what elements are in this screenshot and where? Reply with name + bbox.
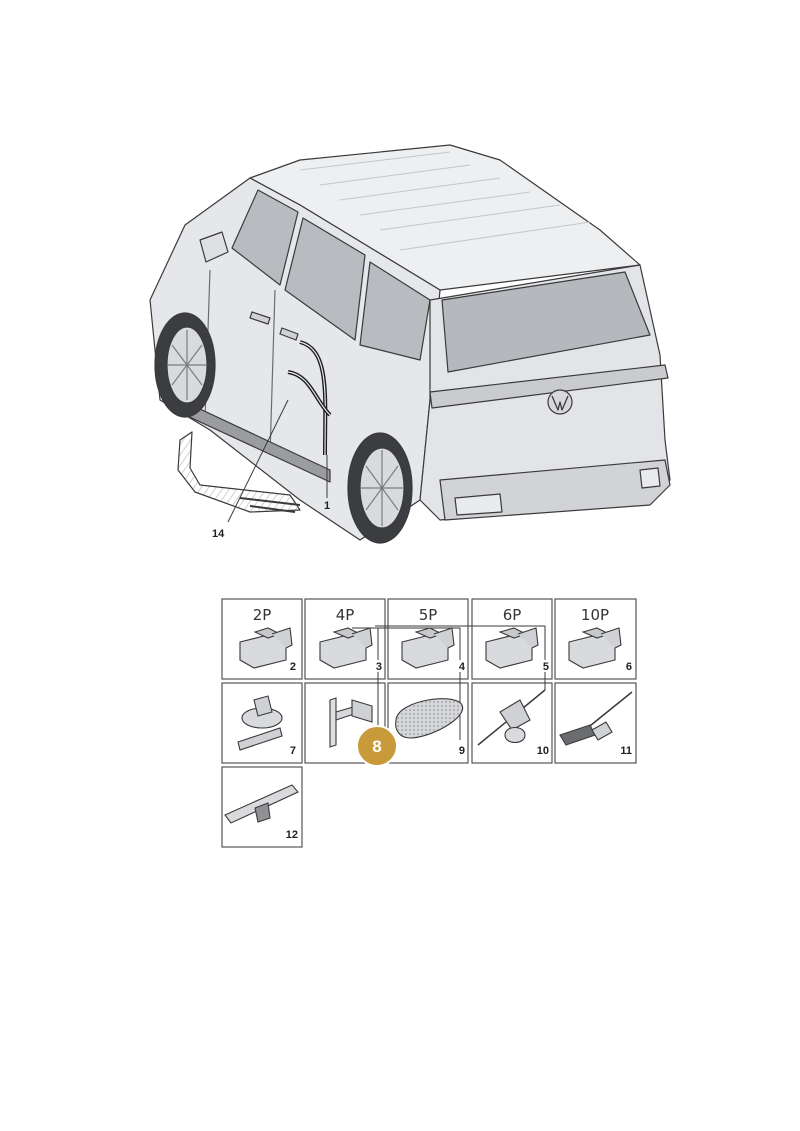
clip-part-7 — [237, 695, 283, 751]
highlight-badge-8[interactable]: 8 — [356, 725, 398, 767]
middle-side-window — [284, 217, 366, 341]
connector-4p — [319, 627, 373, 669]
wiring-harness — [177, 431, 301, 513]
rear-wheel — [347, 432, 413, 544]
badge-number: 8 — [372, 737, 381, 756]
foam-pad-part-9 — [395, 698, 464, 739]
bracket-part — [329, 697, 373, 748]
cell-number-7: 7 — [290, 745, 296, 757]
cell-number-3: 3 — [376, 661, 382, 673]
parts-grid — [221, 598, 637, 848]
cell-number-4: 4 — [459, 661, 466, 673]
trim-strip-part-12 — [224, 784, 299, 824]
cable-part-10 — [477, 689, 546, 746]
cable-part-11 — [559, 691, 633, 746]
cell-title-2p: 2P — [253, 606, 272, 624]
side-mirror — [199, 231, 229, 263]
cell-title-4p: 4P — [336, 606, 355, 624]
connector-6p — [485, 627, 539, 669]
connector-10p — [568, 627, 622, 669]
cell-number-12: 12 — [286, 829, 298, 841]
cell-title-6p: 6P — [503, 606, 522, 624]
cell-title-10p: 10P — [581, 606, 609, 624]
cell-number-9: 9 — [459, 745, 465, 757]
cell-number-11: 11 — [620, 745, 632, 757]
cell-title-5p: 5P — [419, 606, 438, 624]
callout-14: 14 — [212, 528, 225, 540]
cell-number-2: 2 — [290, 661, 296, 673]
callout-1: 1 — [324, 500, 330, 512]
cell-number-6: 6 — [626, 661, 632, 673]
rear-window — [441, 271, 651, 373]
vehicle-illustration — [149, 144, 671, 544]
cell-number-5: 5 — [543, 661, 549, 673]
front-side-window — [231, 189, 299, 286]
front-wheel — [154, 312, 216, 418]
connector-2p — [239, 627, 293, 669]
cell-number-10: 10 — [537, 745, 549, 757]
connector-5p — [401, 627, 455, 669]
